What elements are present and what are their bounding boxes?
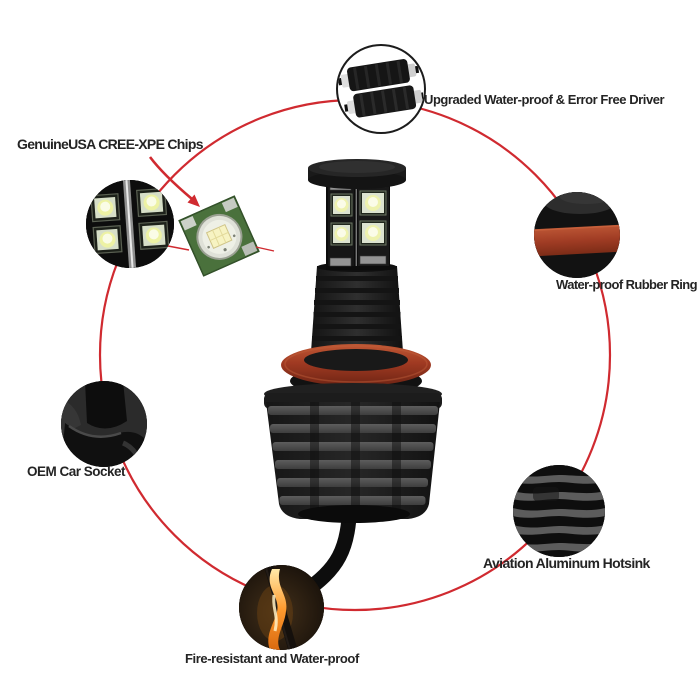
hotsink-photo <box>513 465 605 557</box>
led-tower <box>326 178 390 270</box>
rubber-ring-label: Water-proof Rubber Ring <box>556 277 698 292</box>
led-chip <box>92 225 123 255</box>
pcb-chip-art <box>178 195 260 277</box>
tower-clips <box>329 179 387 267</box>
tower-led-chips <box>330 190 387 246</box>
led-chip <box>90 193 121 223</box>
callout-arrowhead <box>187 194 200 207</box>
heatsink-fins <box>268 406 438 505</box>
pcb-chip-photo <box>178 195 260 277</box>
socket-art <box>61 381 147 467</box>
driver-modules-art <box>338 59 423 118</box>
led-chip <box>138 220 170 250</box>
neck-top-shadow <box>317 262 397 272</box>
flame-art <box>239 565 324 650</box>
neck-ribs <box>312 276 402 341</box>
heatsink-notches <box>310 402 401 518</box>
rubber-ring-photo <box>534 192 620 278</box>
product-rubber-ring <box>281 344 431 396</box>
hotsink-label: Aviation Aluminum Hotsink <box>483 555 650 571</box>
led-chips-art <box>86 180 174 268</box>
product-neck <box>311 266 403 352</box>
product-heatsink <box>264 383 442 523</box>
driver-photo <box>336 44 426 134</box>
fire-label: Fire-resistant and Water-proof <box>185 651 359 666</box>
socket-label: OEM Car Socket <box>27 464 126 479</box>
product-top-cap <box>308 159 406 189</box>
chips-photo <box>86 180 174 268</box>
heatsink-fins-art <box>513 465 605 557</box>
socket-photo <box>61 381 147 467</box>
rubber-ring-art <box>534 192 620 278</box>
driver-module <box>338 59 420 92</box>
fire-test-photo <box>239 565 324 650</box>
connector-line <box>167 245 190 251</box>
chips-label: GenuineUSA CREE-XPE Chips <box>17 136 203 152</box>
driver-label: Upgraded Water-proof & Error Free Driver <box>424 92 665 107</box>
led-chip <box>136 187 168 218</box>
